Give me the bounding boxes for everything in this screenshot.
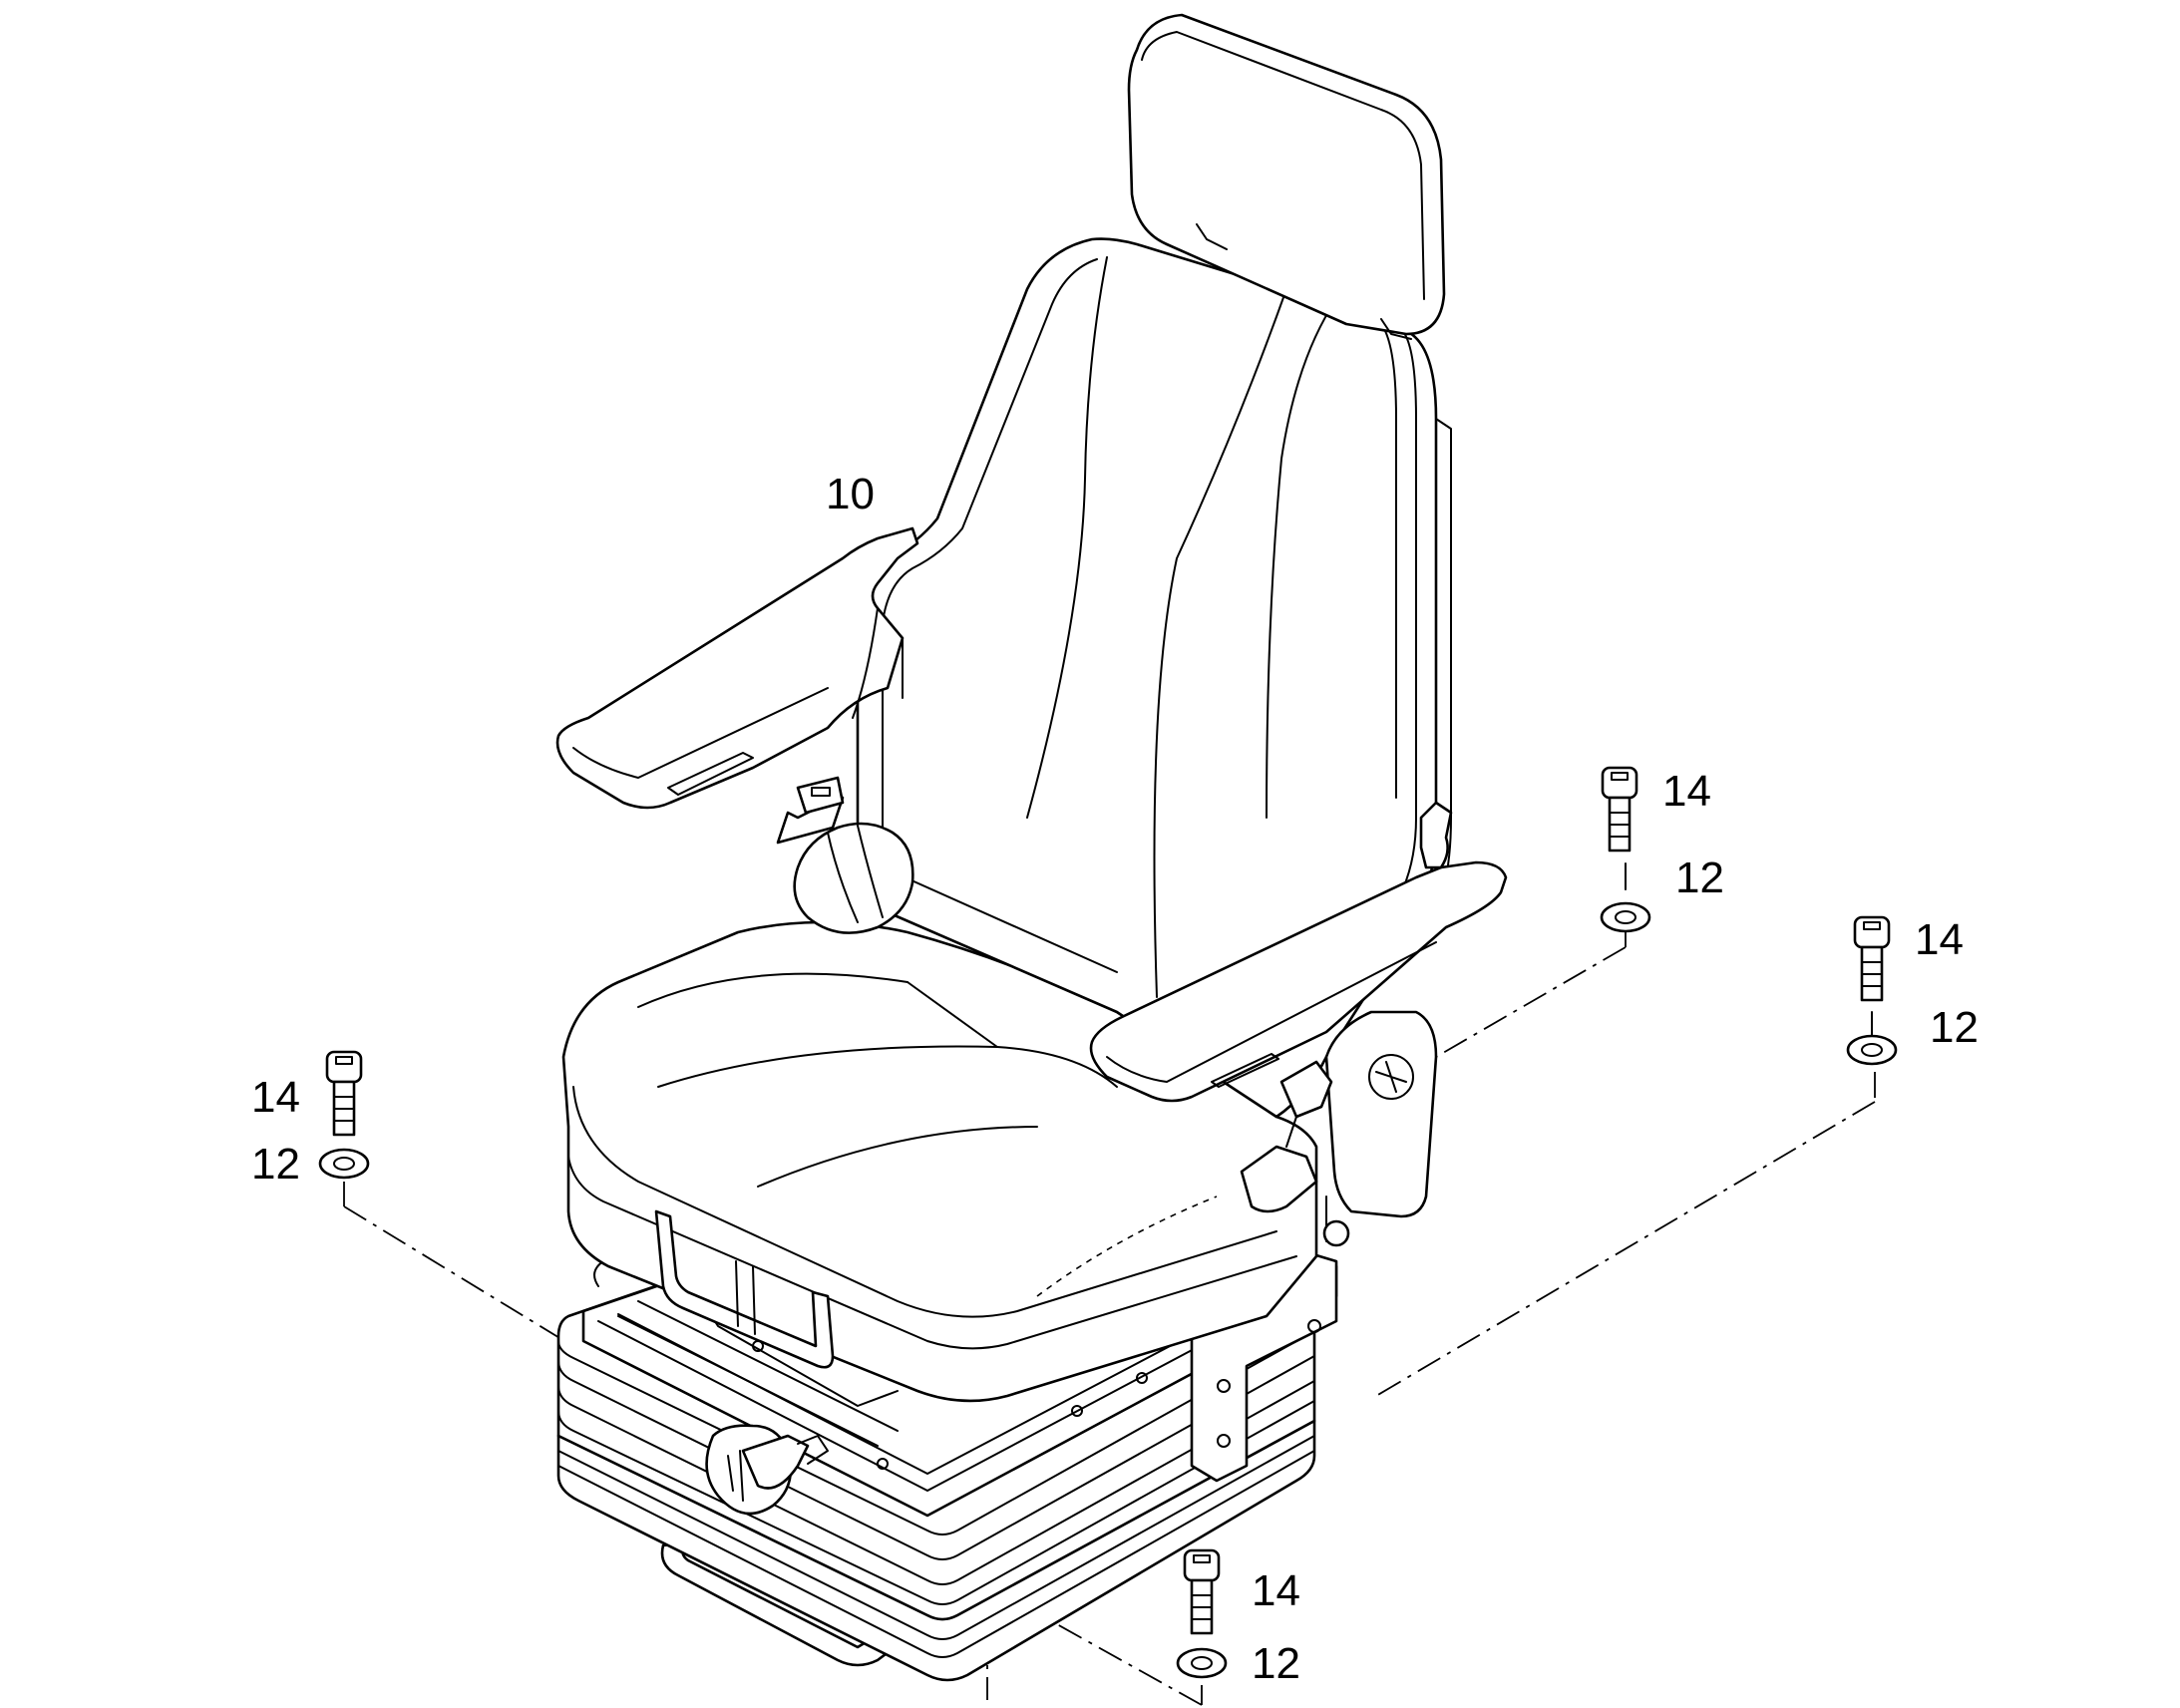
socket-head-cap-screw-icon [1183,1548,1221,1635]
retractor-ribs [827,825,884,923]
armrest-left-seam [572,687,829,779]
base-bellows-rib-1 [557,1435,1315,1640]
socket-head-cap-screw-icon [1601,766,1638,853]
hinge-handwheel-spokes [1375,1061,1407,1093]
callout-washer-front-left: 12 [251,1140,300,1189]
slide-handle-inner [735,1260,756,1335]
flat-washer-icon [1846,1034,1898,1066]
cushion-seam-4 [907,981,998,1048]
bracket-bolt-2 [1217,1379,1231,1393]
armrest-right-seam [1106,941,1437,1083]
fastener-front-right [1600,766,1651,933]
retractor-body [793,822,914,934]
washer-hole [1615,910,1636,924]
armrest-right-lever [1419,801,1453,869]
headrest-front-face [1141,31,1425,300]
socket-head-cap-screw-icon [1853,915,1891,1002]
callout-labels: 10 14 12 14 12 14 12 14 12 [251,470,1979,1688]
washer-ring [1600,901,1651,933]
backrest-channel-left [1026,256,1108,819]
backrest-channel-right [1153,288,1287,998]
base-bellows-fold-1 [557,1355,1315,1560]
cushion-side-band [567,1156,1297,1350]
screw-thread [1609,812,1631,838]
seat-side-mechanism [1240,1010,1438,1247]
backrest-inner-contour [882,258,1118,973]
screw-thread [1191,1594,1213,1620]
screw-thread [333,1096,355,1122]
assembly-line-rear-right-diag [1375,1101,1876,1397]
headrest-pad [1127,13,1446,336]
armrest-left [555,526,919,810]
washer-ring [1176,1647,1228,1679]
callout-washer-rear-bottom: 12 [1252,1639,1300,1688]
flat-washer-icon [1176,1647,1228,1679]
screw-socket [1193,1554,1211,1563]
flat-washer-icon [1600,901,1651,933]
backrest-bolster [1266,298,1337,819]
rail-hole-3 [877,1458,889,1470]
cushion-seam-1 [637,972,908,1008]
callout-screw-rear-right: 14 [1915,915,1964,964]
callout-screw-rear-bottom: 14 [1252,1566,1300,1615]
base-bellows-fold-3 [557,1400,1315,1605]
belt-tongue-right [1279,1060,1333,1119]
callout-washer-front-right: 12 [1675,854,1724,902]
washer-ring [1846,1034,1898,1066]
rail-hole-2 [1136,1372,1148,1384]
armrest-right-handle [1211,1053,1279,1088]
screw-socket [1863,921,1881,930]
knob-cap [741,1434,810,1490]
slide-handle [654,1209,835,1369]
cushion-top-contour [572,1086,1277,1318]
callout-washer-rear-right: 12 [1930,1003,1979,1052]
washer-hole [1191,1656,1213,1670]
fastener-rear-bottom [1176,1548,1228,1679]
side-lever-knob [1322,1219,1350,1247]
seat-headrest [1127,13,1446,340]
frame-handle-bar [617,1300,899,1447]
cushion-seam-2 [657,1045,1118,1088]
armrest-left-support [852,607,904,719]
fastener-front-left [318,1050,370,1180]
screw-thread [1861,961,1883,987]
bracket-bolt-1 [1217,1434,1231,1448]
fastener-rear-right [1846,915,1898,1066]
washer-hole [333,1157,355,1171]
belt-buckle-right [1240,1145,1318,1213]
side-hinge-cover [1324,1010,1438,1218]
base-bellows-fold-4 [557,1330,1315,1536]
screw-socket [335,1056,353,1065]
base-slide-rail-left [597,1280,1322,1492]
washer-hole [1861,1043,1883,1057]
rail-hole-1 [1071,1405,1083,1417]
callout-screw-front-left: 14 [251,1073,300,1122]
knob-grip [727,1450,744,1502]
belt-tongue-slot [811,787,831,797]
callout-seat: 10 [826,470,875,518]
hinge-handwheel [1368,1054,1414,1100]
flat-washer-icon [318,1148,370,1180]
cushion-hidden-edge [1036,1196,1218,1297]
socket-head-cap-screw-icon [325,1050,363,1137]
cushion-seam-3 [757,1126,1038,1188]
assembly-line-front-right-diag [1435,946,1627,1058]
weight-adjust-knob [705,1424,829,1516]
armrest-left-pad [555,526,919,810]
headrest-post [1196,223,1412,340]
armrest-left-handle [667,752,754,796]
washer-ring [318,1148,370,1180]
armrest-right [1089,801,1508,1103]
base-bellows-rib-2 [557,1450,1315,1658]
bracket-bolt-3 [1307,1319,1321,1333]
seatbelt-retractor-left [776,776,914,934]
armrest-right-pad [1089,860,1508,1103]
screw-socket [1611,772,1629,781]
callout-screw-front-right: 14 [1662,767,1711,816]
base-bellows-fold-2 [557,1380,1315,1585]
knob-stem [797,1435,829,1465]
